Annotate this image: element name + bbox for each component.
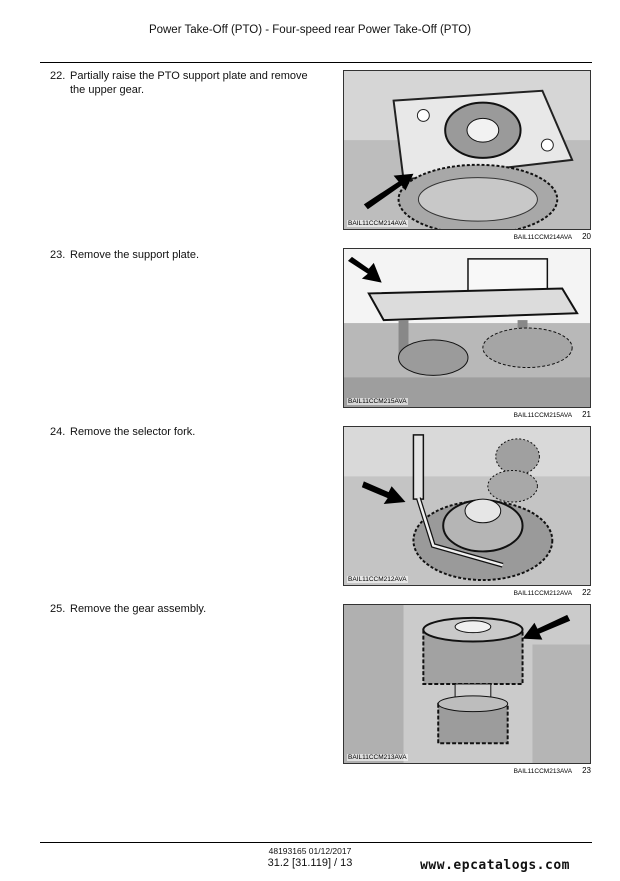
figure-caption-23: BAIL11CCM213AVA 23 (343, 766, 591, 775)
step-text: Remove the gear assembly. (70, 603, 207, 615)
image-code: BAIL11CCM213AVA (347, 754, 408, 761)
watermark-url: www.epcatalogs.com (420, 858, 570, 873)
figure-caption-22: BAIL11CCM212AVA 22 (343, 588, 591, 597)
pto-support-plate-photo (344, 71, 590, 229)
step-number: 24. (50, 426, 66, 438)
step-text: Partially raise the PTO support plate an… (70, 70, 308, 96)
page-reference: 31.2 [31.119] / 13 (267, 857, 353, 869)
caption-code: BAIL11CCM212AVA (513, 590, 573, 597)
arrow-icon (361, 481, 406, 505)
arrow-icon (347, 256, 382, 283)
step-number: 23. (50, 249, 66, 261)
image-code: BAIL11CCM212AVA (347, 576, 408, 583)
header-rule (40, 62, 592, 63)
figure-photo-22: BAIL11CCM212AVA (343, 426, 591, 586)
figure-number: 21 (582, 410, 591, 419)
caption-code: BAIL11CCM213AVA (513, 768, 573, 775)
step-number: 25. (50, 603, 66, 615)
selector-fork-photo (344, 427, 590, 585)
arrow-icon (522, 614, 571, 640)
arrow-icon (363, 173, 414, 210)
figure-number: 22 (582, 588, 591, 597)
caption-code: BAIL11CCM215AVA (513, 412, 573, 419)
page-header-title: Power Take-Off (PTO) - Four-speed rear P… (148, 24, 472, 36)
caption-code: BAIL11CCM214AVA (513, 234, 573, 241)
support-plate-removal-photo (344, 249, 590, 407)
image-code: BAIL11CCM214AVA (347, 220, 408, 227)
document-id: 48193165 01/12/2017 (268, 846, 352, 856)
footer-rule (40, 842, 592, 843)
step-text: Remove the selector fork. (70, 426, 196, 438)
figure-caption-20: BAIL11CCM214AVA 20 (343, 232, 591, 241)
gear-assembly-photo (344, 605, 590, 763)
figure-photo-20: BAIL11CCM214AVA (343, 70, 591, 230)
step-text: Remove the support plate. (70, 249, 200, 261)
figure-photo-23: BAIL11CCM213AVA (343, 604, 591, 764)
figure-number: 23 (582, 766, 591, 775)
figure-caption-21: BAIL11CCM215AVA 21 (343, 410, 591, 419)
page-footer: 48193165 01/12/2017 31.2 [31.119] / 13 (0, 846, 620, 869)
step-number: 22. (50, 70, 66, 82)
image-code: BAIL11CCM215AVA (347, 398, 408, 405)
figure-photo-21: BAIL11CCM215AVA (343, 248, 591, 408)
figure-number: 20 (582, 232, 591, 241)
